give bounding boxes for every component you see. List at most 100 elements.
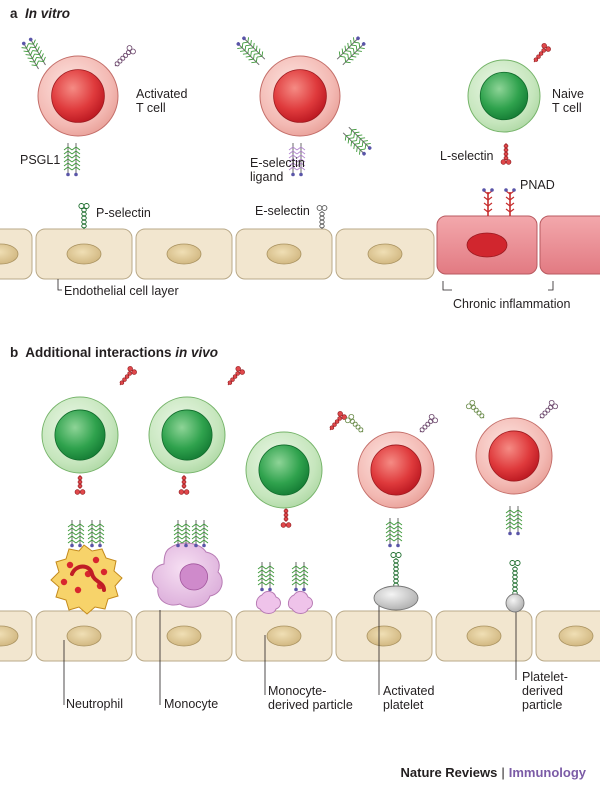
endothelial-layer-b bbox=[0, 610, 600, 662]
e-selectin-molecule bbox=[316, 205, 328, 229]
selectin-small-top-a bbox=[114, 45, 136, 67]
endothelial-b-nucleus-0 bbox=[0, 625, 19, 647]
neutrophil bbox=[50, 544, 123, 615]
label-psgl1: PSGL1 bbox=[20, 153, 61, 167]
monocyte bbox=[151, 542, 223, 608]
leader-line-1 bbox=[442, 281, 452, 291]
activated-t-cell-b bbox=[259, 55, 341, 137]
l-selectin-b1-top bbox=[119, 366, 137, 386]
psgl1-neutrophil-2 bbox=[87, 520, 105, 548]
naive-t-cell-b3 bbox=[245, 431, 323, 509]
e-selectin-ligand-top-right bbox=[336, 36, 366, 66]
label-platelet-derived-particle: Platelet- derived particle bbox=[522, 670, 568, 712]
activated-t-cell-b5 bbox=[475, 417, 553, 495]
endothelial-b-nucleus-1 bbox=[66, 625, 102, 647]
endothelial-a-cell-1 bbox=[35, 228, 133, 280]
endothelial-a-cell-4 bbox=[335, 228, 435, 280]
platelet-derived-particle bbox=[505, 593, 525, 613]
label-l-selectin: L-selectin bbox=[440, 149, 494, 163]
label-e-selectin: E-selectin bbox=[255, 204, 310, 218]
label-e-selectin-ligand: E-selectin ligand bbox=[250, 156, 305, 184]
panel-b-header: b Additional interactions in vivo bbox=[10, 345, 218, 360]
panel-b-letter: b bbox=[10, 345, 19, 360]
inflamed-endothelium-cell-0 bbox=[436, 215, 538, 275]
monocyte-derived-particles bbox=[255, 590, 313, 614]
endothelial-a-nucleus-1 bbox=[66, 243, 102, 265]
endothelial-a-cell-3 bbox=[235, 228, 333, 280]
psgl1-monocyte-2 bbox=[191, 520, 209, 548]
psgl1-particle-2 bbox=[291, 562, 309, 592]
panel-b-title: Additional interactions bbox=[25, 345, 172, 360]
credit-separator: | bbox=[501, 765, 505, 780]
panel-b-title-italic: in vivo bbox=[175, 345, 219, 360]
endothelial-b-cell-4 bbox=[335, 610, 433, 662]
l-selectin-b3-top bbox=[329, 411, 347, 431]
l-selectin-molecule bbox=[500, 143, 512, 165]
endothelial-b-nucleus-3 bbox=[266, 625, 302, 647]
panel-a-header: a In vitro bbox=[10, 6, 70, 21]
psgl1-platelet bbox=[385, 518, 403, 548]
label-p-selectin: P-selectin bbox=[96, 206, 151, 220]
label-pnad: PNAD bbox=[520, 178, 555, 192]
endothelial-b-cell-5 bbox=[435, 610, 533, 662]
journal-subject: Immunology bbox=[508, 765, 586, 780]
e-selectin-ligand-top-left bbox=[236, 36, 266, 66]
panel-a-letter: a bbox=[10, 6, 18, 21]
endothelial-b-cell-6 bbox=[535, 610, 600, 662]
endothelial-b-cell-1 bbox=[35, 610, 133, 662]
activated-platelet bbox=[373, 585, 419, 611]
psgl1-neutrophil-1 bbox=[67, 520, 85, 548]
pnad-molecule-2 bbox=[503, 187, 517, 217]
endothelial-a-nucleus-3 bbox=[266, 243, 302, 265]
journal-name: Nature Reviews bbox=[400, 765, 498, 780]
label-endothelial-layer: Endothelial cell layer bbox=[64, 284, 179, 298]
endothelial-a-nucleus-2 bbox=[166, 243, 202, 265]
label-monocyte: Monocyte bbox=[164, 697, 219, 711]
selectin-b4-left bbox=[344, 413, 364, 433]
l-selectin-b3 bbox=[280, 508, 292, 528]
l-selectin-top bbox=[533, 43, 551, 63]
endothelial-b-nucleus-5 bbox=[466, 625, 502, 647]
label-naive-t-cell: Naive T cell bbox=[552, 87, 584, 115]
endothelial-b-cell-0 bbox=[0, 610, 33, 662]
psgl1-platelet-particle bbox=[505, 506, 523, 536]
activated-t-cell-b4 bbox=[357, 431, 435, 509]
selectin-b4-right bbox=[419, 413, 439, 433]
leader-lines bbox=[57, 279, 554, 705]
label-activated-t-cell: Activated T cell bbox=[136, 87, 188, 115]
psgl1-ligand-top bbox=[21, 37, 46, 70]
psgl1-particle-1 bbox=[257, 562, 275, 592]
naive-t-cell-a bbox=[467, 59, 541, 133]
inflamed-endothelium-cell-1 bbox=[539, 215, 600, 275]
leader-line-2 bbox=[548, 281, 554, 291]
e-selectin-ligand-right bbox=[342, 126, 372, 156]
label-neutrophil: Neutrophil bbox=[66, 697, 123, 711]
journal-credit: Nature Reviews|Immunology bbox=[401, 765, 587, 780]
endothelial-b-nucleus-6 bbox=[558, 625, 594, 647]
label-activated-platelet: Activated platelet bbox=[383, 684, 435, 712]
endothelial-a-cell-2 bbox=[135, 228, 233, 280]
psgl1-monocyte-1 bbox=[173, 520, 191, 548]
label-monocyte-derived-particle: Monocyte- derived particle bbox=[268, 684, 353, 712]
selectin-b5-right bbox=[539, 399, 559, 419]
p-selectin-platelet bbox=[390, 552, 402, 588]
naive-t-cell-b2 bbox=[148, 396, 226, 474]
l-selectin-b2 bbox=[178, 475, 190, 495]
endothelial-a-nucleus-0 bbox=[0, 243, 19, 265]
leader-line-0 bbox=[57, 279, 62, 291]
l-selectin-b1 bbox=[74, 475, 86, 495]
cells-and-molecules bbox=[21, 36, 559, 615]
endothelial-layer-a bbox=[0, 215, 600, 280]
e-selectin-ligand-bottom bbox=[288, 143, 306, 177]
selectin-b5-left bbox=[465, 399, 485, 419]
endothelial-b-nucleus-4 bbox=[366, 625, 402, 647]
psgl1-ligand-bottom bbox=[63, 143, 81, 177]
p-selectin-molecule bbox=[78, 203, 90, 229]
panel-a-title: In vitro bbox=[25, 6, 71, 21]
endothelial-a-cell-0 bbox=[0, 228, 33, 280]
inflamed-endothelium-nucleus-0 bbox=[466, 232, 508, 258]
l-selectin-b2-top bbox=[227, 366, 245, 386]
endothelial-b-cell-2 bbox=[135, 610, 233, 662]
naive-t-cell-b1 bbox=[41, 396, 119, 474]
